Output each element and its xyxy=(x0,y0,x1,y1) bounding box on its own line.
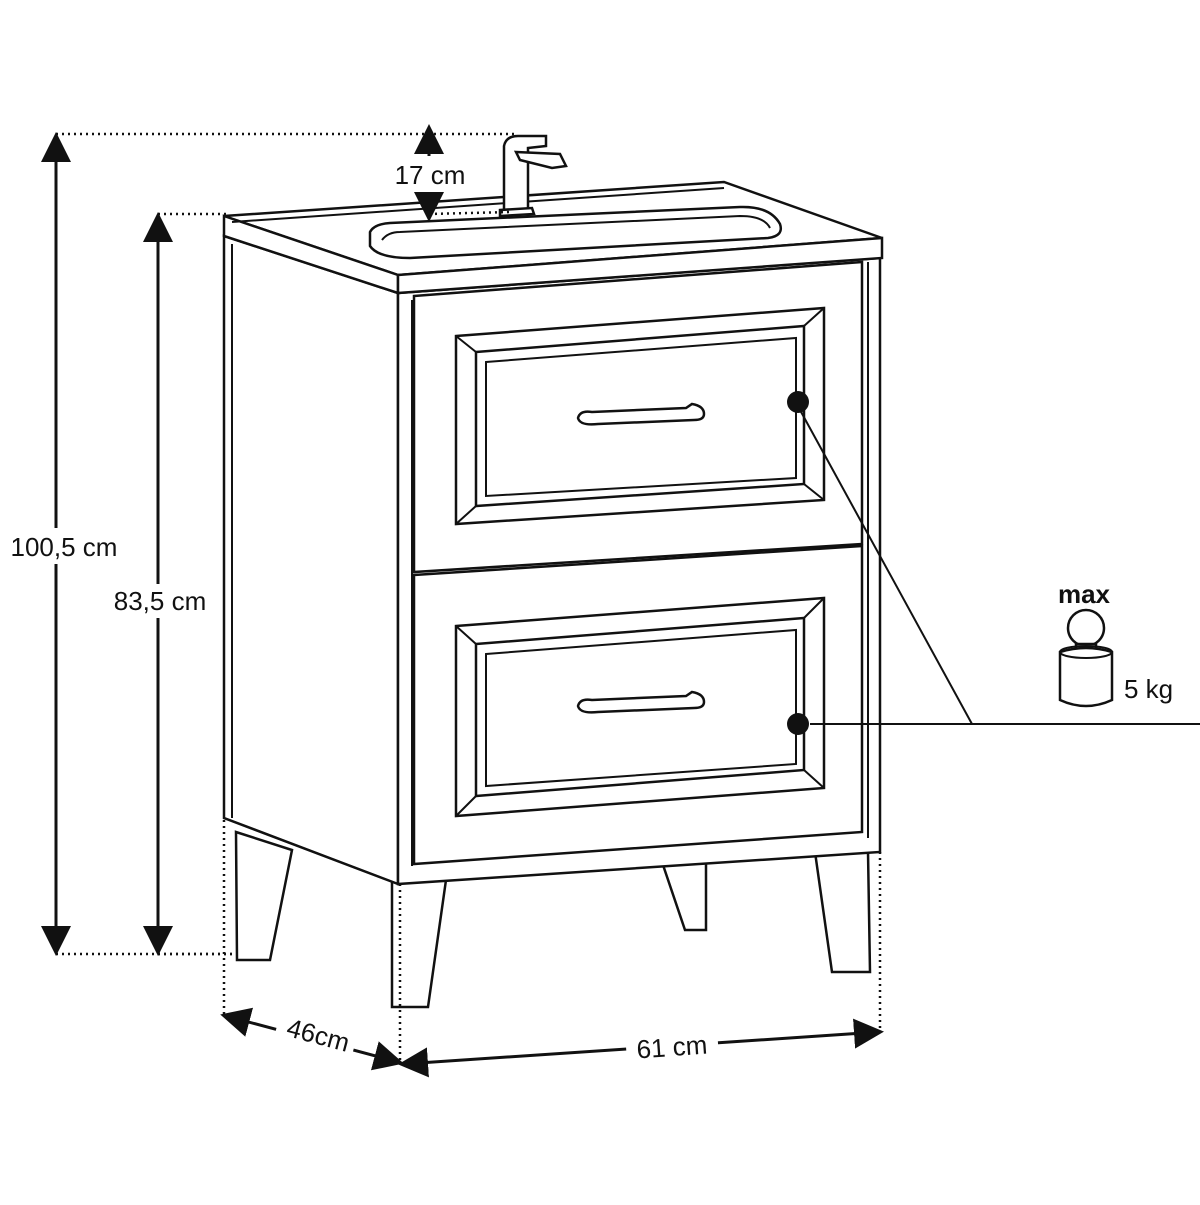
faucet-height-dimension: 17 cm xyxy=(395,124,511,222)
load-callout: max 5 kg xyxy=(799,409,1200,725)
faucet-height-label: 17 cm xyxy=(395,160,466,190)
width-dimension: 61 cm xyxy=(398,852,884,1078)
load-max-label: max xyxy=(1058,579,1111,609)
drawer-handle xyxy=(576,402,706,426)
hinge-dot xyxy=(787,713,809,735)
total-height-dimension: 100,5 cm xyxy=(0,132,514,956)
vanity-cabinet xyxy=(222,134,884,1009)
total-height-label: 100,5 cm xyxy=(11,532,118,562)
drawer-handle xyxy=(576,690,706,714)
top-drawer xyxy=(412,260,864,574)
cabinet-legs xyxy=(234,830,872,1009)
hinge-dot xyxy=(787,391,809,413)
cabinet-height-label: 83,5 cm xyxy=(114,586,207,616)
weight-icon xyxy=(1058,608,1114,708)
bottom-drawer xyxy=(412,544,864,866)
cabinet-side-panel xyxy=(222,234,400,886)
width-label: 61 cm xyxy=(636,1030,709,1065)
faucet xyxy=(498,134,568,218)
cabinet-height-dimension: 83,5 cm xyxy=(104,212,238,956)
load-weight-label: 5 kg xyxy=(1124,674,1173,704)
